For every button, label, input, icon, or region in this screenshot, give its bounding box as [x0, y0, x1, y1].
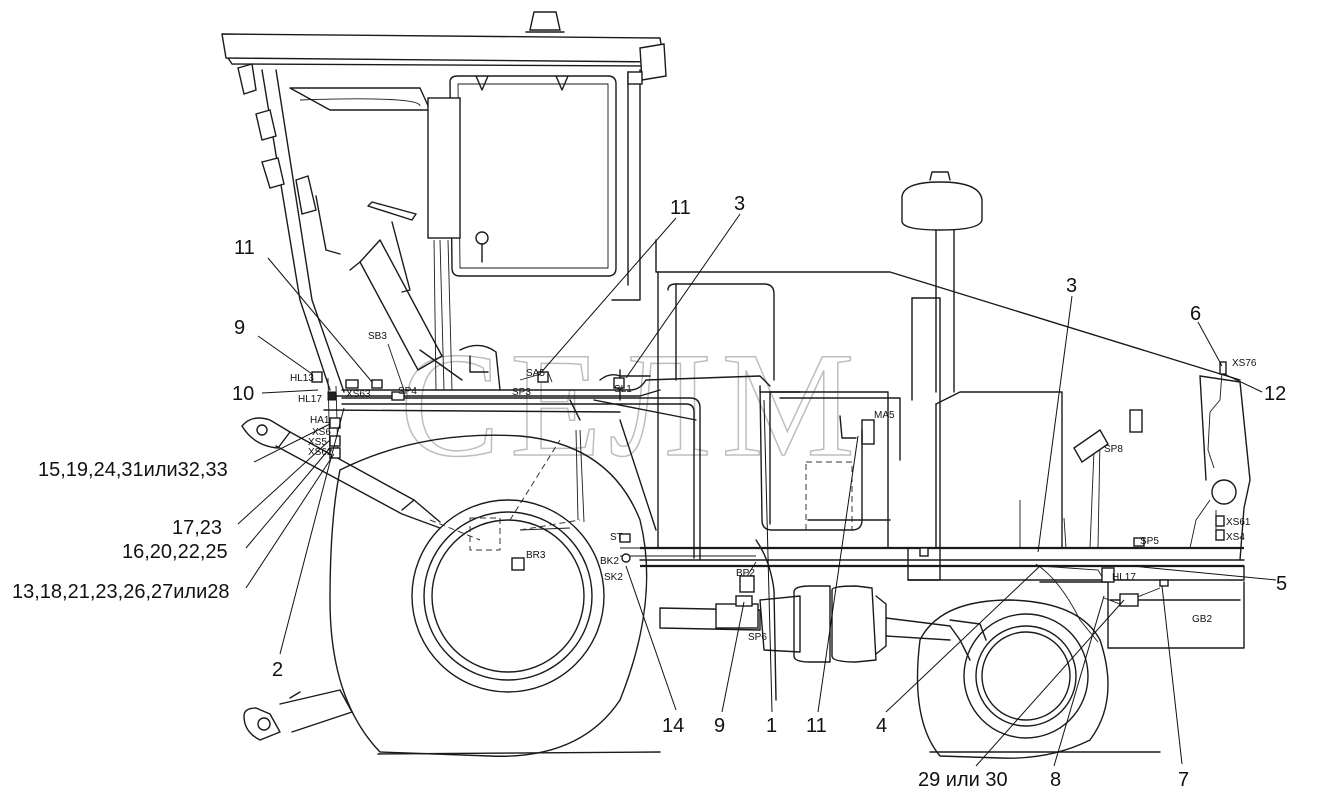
callout-14: 14: [662, 715, 684, 737]
tag-sb3: SB3: [368, 331, 387, 342]
leader-lines: [237, 213, 1277, 767]
callout-7: 7: [1178, 769, 1189, 791]
tag-st: ST: [610, 532, 623, 543]
callout-5: 5: [1276, 573, 1287, 595]
tag-xs5: XS5: [308, 437, 327, 448]
callout-labels: 11 3 11 9 10 15,19,24,31или32,33 17,23 1…: [12, 193, 1287, 791]
callout-11-bottom: 11: [806, 715, 827, 737]
tag-xs62: XS62: [308, 447, 333, 458]
callout-16-group: 16,20,22,25: [122, 541, 228, 563]
tag-sk2: SK2: [604, 572, 623, 583]
components: [311, 361, 1227, 607]
tag-xs61: XS61: [1226, 517, 1251, 528]
tag-xs4: XS4: [1226, 532, 1245, 543]
callout-3-right: 3: [1066, 275, 1077, 297]
callout-10-left: 10: [232, 383, 254, 405]
tag-br3: BR3: [526, 550, 546, 561]
component-tags: HL13 HL17 HA1 XS6 XS5 XS62 XS63 SB3 SP4 …: [290, 331, 1257, 643]
callout-11-top: 11: [670, 197, 691, 219]
tag-xs6: XS6: [312, 427, 331, 438]
callout-29-group: 29 или 30: [918, 769, 1008, 791]
callout-3-top: 3: [734, 193, 745, 215]
callout-8: 8: [1050, 769, 1061, 791]
tag-hl17-left: HL17: [298, 394, 322, 405]
tag-hl13: HL13: [290, 373, 314, 384]
cab: [221, 11, 667, 413]
tag-bk2: BK2: [600, 556, 619, 567]
callout-2: 2: [272, 659, 283, 681]
callout-9-bottom: 9: [714, 715, 725, 737]
tag-xs63: XS63: [346, 389, 371, 400]
tag-xs76: XS76: [1232, 358, 1257, 369]
callout-13-group: 13,18,21,23,26,27или28: [12, 581, 230, 603]
callout-12: 12: [1264, 383, 1286, 405]
callout-17-group: 17,23: [172, 517, 222, 539]
callout-4: 4: [876, 715, 887, 737]
axle-gear: [659, 585, 987, 663]
tag-sa5: SA5: [526, 368, 545, 379]
callout-1: 1: [766, 715, 777, 737]
tag-ha1: HA1: [310, 415, 330, 426]
hydraulics: [341, 344, 901, 701]
tag-ma5: MA5: [874, 410, 895, 421]
big-wheel: [329, 434, 661, 757]
tag-gb2: GB2: [1192, 614, 1212, 625]
watermark: СЕЛМ: [400, 322, 865, 488]
callout-9-left: 9: [234, 317, 245, 339]
callout-11-left: 11: [234, 237, 255, 259]
tag-hl17-right: HL17: [1112, 572, 1136, 583]
tag-sp5: SP5: [1140, 536, 1159, 547]
tag-sp4: SP4: [398, 386, 417, 397]
callout-6: 6: [1190, 303, 1201, 325]
tag-bp2: BP2: [736, 568, 755, 579]
tag-sp3: SP3: [512, 387, 531, 398]
small-wheel: [916, 599, 1161, 759]
tag-sp8: SP8: [1104, 444, 1123, 455]
tag-sl1: SL1: [614, 384, 632, 395]
tag-sp6: SP6: [748, 632, 767, 643]
callout-15-group: 15,19,24,31или32,33: [38, 459, 228, 481]
